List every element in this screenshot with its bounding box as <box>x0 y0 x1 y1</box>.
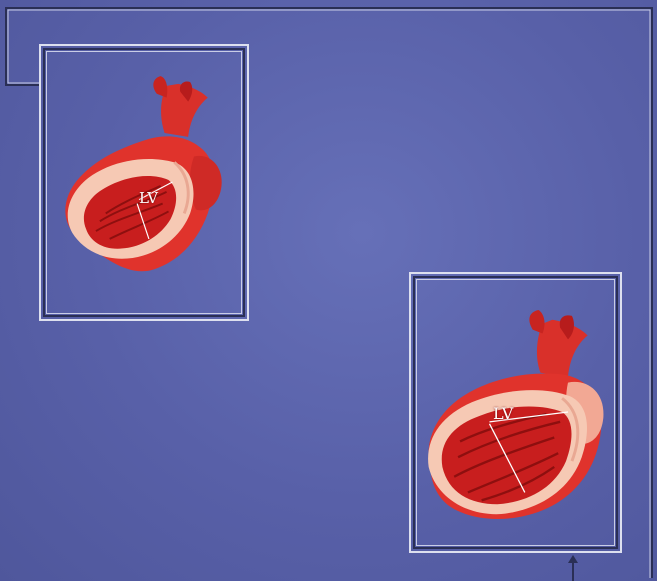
heart-illustration-small <box>41 46 247 319</box>
bottom-arrow-head <box>568 555 578 563</box>
vessel-top-1 <box>529 310 544 334</box>
vessel-top-1 <box>153 76 167 98</box>
lv-label-large: LV <box>493 404 513 423</box>
panel-small-heart: LV <box>39 44 249 321</box>
right-atrium <box>190 156 222 211</box>
lv-label-small: LV <box>139 189 158 207</box>
heart-illustration-large <box>411 274 620 551</box>
panel-large-heart: LV <box>409 272 622 553</box>
